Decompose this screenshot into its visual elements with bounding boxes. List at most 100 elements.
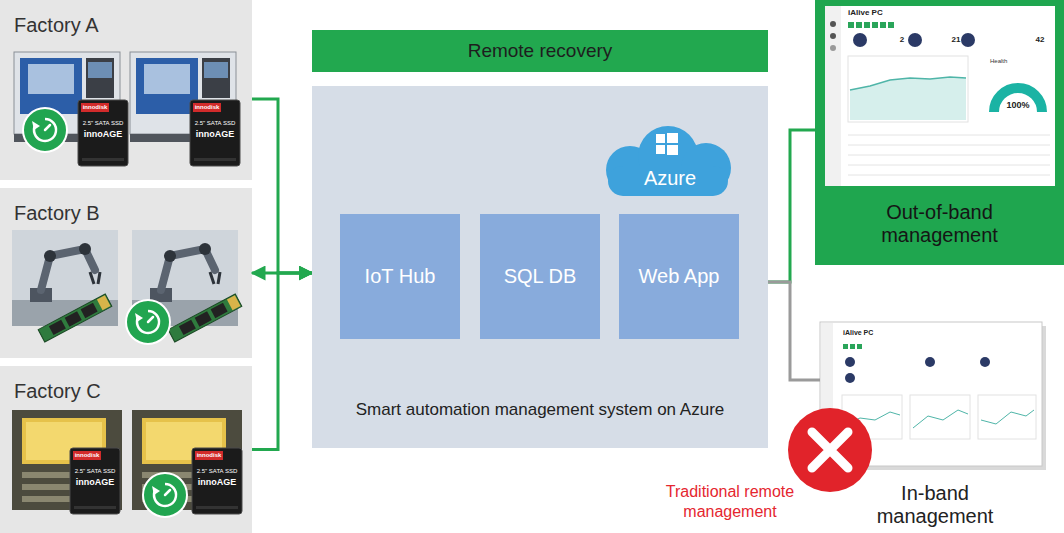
m2-ssd-module bbox=[81, 303, 98, 318]
dashboard-screenshot bbox=[864, 22, 870, 28]
node-text: Out-of-band management bbox=[855, 201, 1025, 247]
factory-panel: Factory A bbox=[0, 0, 252, 180]
m2-ssd-module bbox=[179, 320, 196, 335]
dashboard-screenshot bbox=[848, 175, 1050, 176]
product-label: innoAGE bbox=[192, 478, 242, 488]
m2-ssd-module bbox=[38, 294, 112, 342]
cross-icon bbox=[812, 432, 848, 468]
dashboard-screenshot bbox=[825, 6, 1055, 186]
dashboard-screenshot bbox=[872, 22, 878, 28]
dashboard-screenshot bbox=[848, 145, 1050, 146]
node-text: Remote recovery bbox=[468, 40, 613, 62]
dashboard-screenshot bbox=[848, 22, 854, 28]
factory-panel-ground bbox=[0, 0, 252, 180]
gauge-value: 100% bbox=[998, 101, 1038, 111]
m2-ssd-module bbox=[168, 294, 242, 342]
dashboard-screenshot bbox=[856, 22, 862, 28]
factory-panel-ground bbox=[0, 188, 252, 358]
dashboard-screenshot bbox=[830, 33, 836, 39]
dashboard-screenshot bbox=[853, 33, 867, 47]
dashboard-screenshot bbox=[850, 344, 855, 349]
dashboard-screenshot bbox=[845, 373, 855, 383]
connector bbox=[252, 99, 312, 273]
management-panel: Out-of-band management bbox=[815, 0, 1064, 265]
control-panel-photo bbox=[22, 418, 106, 464]
service-box: IoT Hub bbox=[340, 214, 460, 339]
connector bbox=[768, 130, 815, 282]
cnc-machine bbox=[204, 62, 228, 78]
ssd-drive bbox=[192, 448, 242, 514]
dashboard-screenshot bbox=[857, 344, 862, 349]
cross-icon bbox=[788, 408, 872, 492]
dashboard-screenshot bbox=[910, 395, 970, 439]
node-text: Web App bbox=[639, 265, 720, 288]
m2-ssd-module bbox=[168, 294, 242, 342]
dashboard-screenshot bbox=[978, 395, 1036, 439]
cnc-machine bbox=[88, 62, 112, 78]
m2-ssd-module bbox=[211, 303, 228, 318]
dashboard-screenshot bbox=[925, 357, 935, 367]
control-panel-photo bbox=[146, 422, 222, 460]
node-text: Factory B bbox=[14, 202, 100, 225]
dashboard-screenshot bbox=[843, 344, 848, 349]
system-box: Smart automation management system on Az… bbox=[312, 86, 768, 448]
dashboard-screenshot bbox=[980, 357, 990, 367]
dashboard-screenshot bbox=[961, 33, 975, 47]
cnc-machine bbox=[136, 58, 198, 114]
dashboard-screenshot bbox=[830, 45, 836, 51]
dashboard-screenshot bbox=[848, 56, 968, 122]
gauge-title: Health bbox=[990, 58, 1030, 65]
m2-ssd-module bbox=[38, 294, 112, 342]
robot-arm-photo bbox=[44, 250, 56, 262]
warning-note: Traditional remote management bbox=[652, 482, 808, 522]
recovery-clock-icon bbox=[143, 473, 187, 517]
service-box: SQL DB bbox=[480, 214, 600, 339]
product-label: innoAGE bbox=[70, 478, 120, 488]
dashboard-screenshot bbox=[825, 6, 841, 186]
dashboard-screenshot bbox=[825, 6, 1055, 186]
management-panel-ground bbox=[815, 0, 1064, 265]
m2-ssd-module bbox=[195, 311, 212, 326]
factory-panel: Factory B bbox=[0, 188, 252, 358]
node-text: Factory C bbox=[14, 380, 101, 403]
cnc-machine bbox=[202, 58, 230, 98]
dashboard-title: iAlive PC bbox=[843, 329, 913, 337]
connector bbox=[768, 282, 820, 380]
control-panel-photo bbox=[26, 422, 102, 460]
dashboard-screenshot bbox=[850, 77, 966, 120]
node-text: Smart automation management system on Az… bbox=[356, 400, 725, 420]
dashboard-screenshot bbox=[845, 357, 855, 367]
cnc-machine bbox=[28, 64, 74, 94]
dashboard-screenshot bbox=[848, 155, 1050, 156]
node-text: IoT Hub bbox=[365, 265, 436, 288]
dashboard-screenshot bbox=[888, 22, 894, 28]
brand-label: innodisk bbox=[193, 104, 221, 111]
dashboard-screenshot bbox=[913, 410, 968, 428]
dashboard-screenshot bbox=[848, 165, 1050, 166]
metric-value: 42 bbox=[1030, 36, 1050, 45]
m2-ssd-module bbox=[38, 294, 112, 342]
m2-ssd-module bbox=[65, 311, 82, 326]
node-text: In-band management bbox=[860, 482, 1010, 528]
control-panel-photo bbox=[142, 418, 226, 464]
dashboard-screenshot bbox=[908, 33, 922, 47]
ssd-type-label: 2.5" SATA SSD bbox=[190, 120, 240, 127]
recovery-band: Remote recovery bbox=[312, 30, 768, 72]
product-label: innoAGE bbox=[190, 130, 240, 140]
service-box: Web App bbox=[619, 214, 739, 339]
ssd-type-label: 2.5" SATA SSD bbox=[70, 468, 120, 475]
factory-panel: Factory C bbox=[0, 366, 252, 533]
cross-icon bbox=[788, 408, 872, 492]
metric-value: 2 bbox=[892, 36, 912, 45]
ssd-drive bbox=[70, 448, 120, 514]
m2-ssd-module bbox=[97, 295, 111, 310]
brand-label: innodisk bbox=[73, 452, 101, 459]
factory-panel-ground bbox=[0, 366, 252, 533]
ssd-drive bbox=[78, 100, 128, 166]
robot-arm-photo bbox=[41, 249, 95, 290]
robot-arm-photo bbox=[164, 250, 176, 262]
ssd-type-label: 2.5" SATA SSD bbox=[192, 468, 242, 475]
m2-ssd-module bbox=[49, 320, 66, 335]
